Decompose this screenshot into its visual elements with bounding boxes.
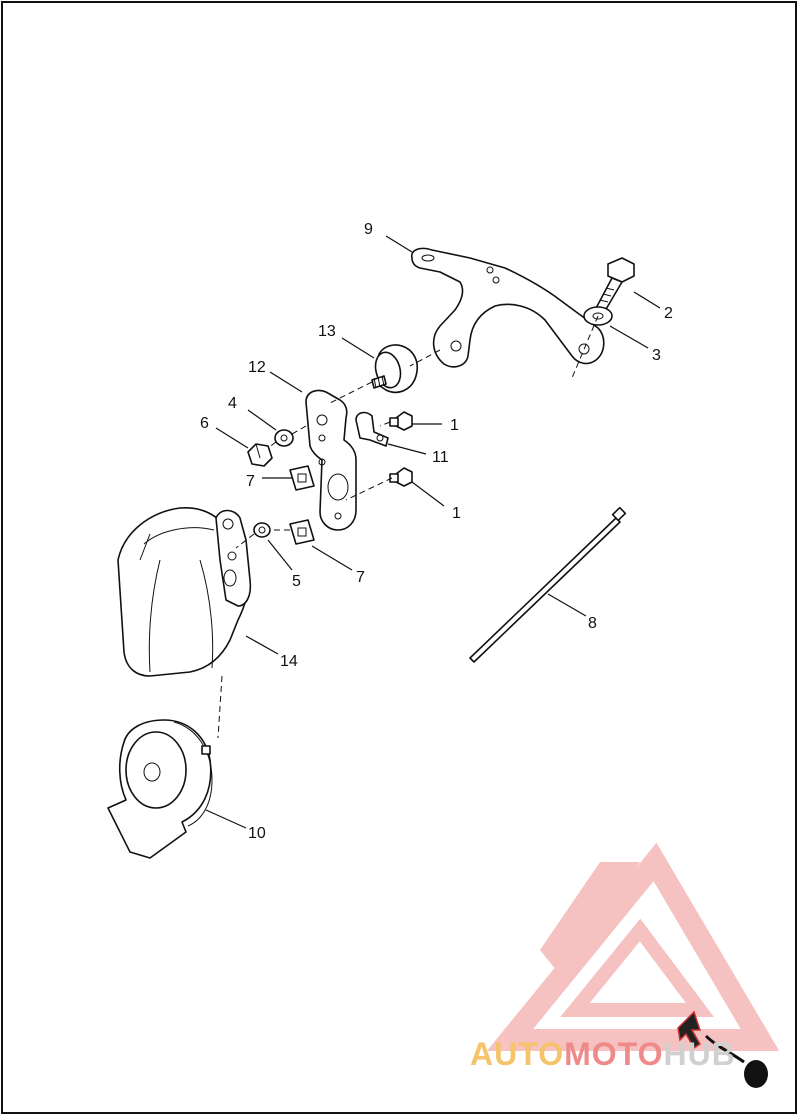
part-rubber-mount	[371, 344, 418, 394]
callout-1-upper: 1	[450, 417, 459, 434]
callout-labels: 9 2 3 13 12 4 6 1 11 7 1 5 7 8 14 10	[200, 221, 673, 842]
part-horn-cover	[117, 507, 252, 677]
part-horn	[107, 719, 213, 859]
callout-14: 14	[280, 653, 298, 670]
callout-8: 8	[588, 615, 597, 632]
assembly-lines	[217, 315, 599, 739]
watermark-hub: HUB	[663, 1036, 736, 1072]
part-speed-nut-upper	[289, 465, 315, 491]
callout-7-lower: 7	[356, 569, 365, 586]
callout-6: 6	[200, 415, 209, 432]
watermark-auto: AUTO	[470, 1036, 565, 1072]
callout-12: 12	[248, 359, 266, 376]
part-mounting-plate	[305, 389, 357, 531]
callout-1-lower: 1	[452, 505, 461, 522]
callout-2: 2	[664, 305, 673, 322]
leader-lines	[205, 235, 661, 829]
callout-4: 4	[228, 395, 237, 412]
part-screw-lower	[389, 467, 413, 487]
callout-9: 9	[364, 221, 373, 238]
watermark-text: AUTOMOTOHUB	[470, 1036, 736, 1073]
part-clip	[355, 411, 389, 447]
callout-5: 5	[292, 573, 301, 590]
part-bracket	[410, 247, 605, 368]
part-lock-washer	[253, 522, 271, 538]
part-speed-nut-lower	[289, 519, 315, 545]
callout-11: 11	[432, 449, 449, 466]
callout-7-upper: 7	[246, 473, 255, 490]
watermark-cursor-icon	[677, 1010, 768, 1088]
callout-10: 10	[248, 825, 266, 842]
part-nut	[247, 443, 273, 467]
part-cable-tie	[469, 506, 627, 663]
watermark-moto: MOTO	[564, 1036, 664, 1072]
callout-3: 3	[652, 347, 661, 364]
callout-13: 13	[318, 323, 336, 340]
part-washer-small	[274, 429, 294, 447]
part-screw-upper	[389, 411, 413, 431]
watermark-triangle-logo	[486, 842, 780, 1051]
